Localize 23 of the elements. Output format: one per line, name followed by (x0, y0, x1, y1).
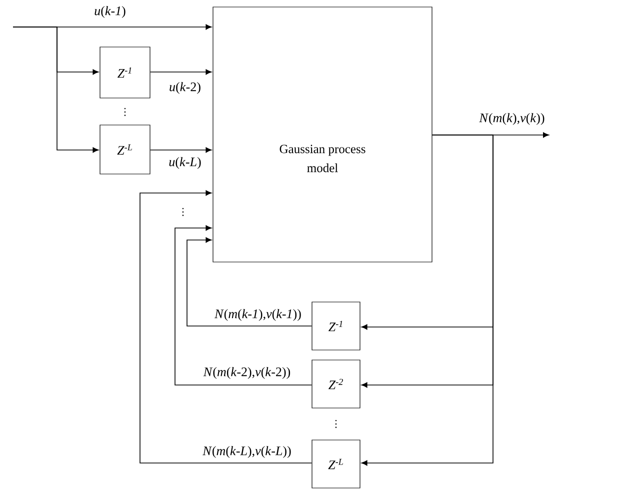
arrow (140, 190, 312, 464)
ellipsis-dots: ⋮ (182, 208, 184, 216)
ellipsis-dots: ⋮ (335, 420, 336, 428)
arrow (150, 69, 212, 75)
delay-box: Z$^{-L}$ (100, 124, 150, 174)
edge-label: u(k-1) (93, 5, 127, 19)
delay-box: Z$^{-L}$ (312, 440, 360, 488)
edge-label: N(m(k-1),v(k-1)) (214, 308, 302, 322)
arrow (186, 237, 312, 326)
edge-label: N(m(k-2),v(k-2)) (202, 366, 292, 380)
ellipsis-dots: ⋮ (124, 108, 126, 116)
edge-label: u(k-2) (168, 81, 202, 95)
edge-label: N(m(k-L),v(k-L)) (202, 445, 292, 459)
delay-box: Z$^{-1}$ (312, 302, 360, 350)
model-box: Gaussian process model (212, 6, 432, 262)
arrow (174, 225, 312, 386)
arrow (150, 147, 212, 153)
edge-label: N(m(k),v(k)) (478, 112, 546, 126)
arrow (361, 134, 494, 466)
delay-box: Z$^{-1}$ (100, 46, 150, 98)
delay-box: Z$^{-2}$ (312, 360, 360, 408)
edge-label: u(k-L) (168, 156, 202, 170)
arrow (12, 26, 99, 153)
